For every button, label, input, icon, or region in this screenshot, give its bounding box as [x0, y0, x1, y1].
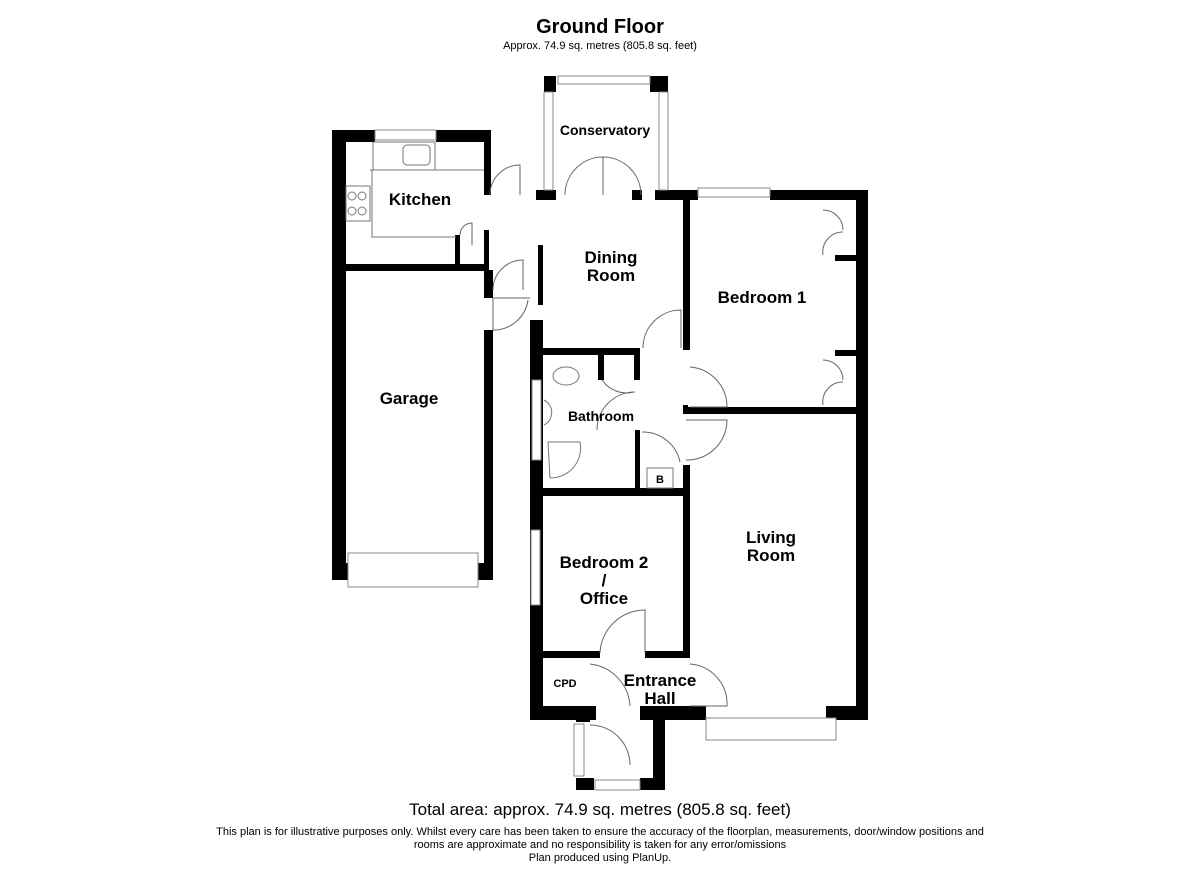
room-label-cpd: CPD: [553, 678, 576, 690]
disclaimer: This plan is for illustrative purposes o…: [0, 826, 1200, 865]
room-label-dining: Dining: [585, 248, 638, 267]
total-area: Total area: approx. 74.9 sq. metres (805…: [409, 800, 791, 819]
disclaimer-line-2: rooms are approximate and no responsibil…: [413, 839, 787, 851]
room-label-living: Living: [746, 528, 796, 547]
hob-icon: [345, 185, 371, 222]
room-label-kitchen: Kitchen: [389, 190, 451, 209]
floor-area-subtitle: Approx. 74.9 sq. metres (805.8 sq. feet): [503, 40, 697, 52]
room-label-entrance: Entrance: [624, 671, 697, 690]
room-label-bedroom2-slash: /: [602, 571, 607, 590]
doors: [459, 156, 844, 766]
windows: [347, 75, 837, 791]
room-label-garage: Garage: [380, 389, 439, 408]
corner-bath-icon: [547, 441, 582, 479]
room-label-bathroom: Bathroom: [568, 408, 634, 424]
room-label-conservatory: Conservatory: [560, 122, 650, 138]
fixtures: [345, 141, 674, 489]
room-label-hall: Hall: [644, 689, 675, 708]
disclaimer-line-3: Plan produced using PlanUp.: [528, 852, 672, 864]
sink-icon: [402, 144, 431, 166]
room-label-dining-room: Room: [587, 266, 635, 285]
room-label-bedroom2: Bedroom 2: [560, 553, 649, 572]
toilet-icon: [552, 366, 580, 386]
room-label-bedroom1: Bedroom 1: [718, 288, 807, 307]
room-label-office: Office: [580, 589, 628, 608]
boiler-label: B: [656, 474, 664, 486]
disclaimer-line-1: This plan is for illustrative purposes o…: [216, 826, 984, 838]
walls: [332, 76, 868, 790]
basin-icon: [543, 399, 553, 426]
floor-title: Ground Floor: [536, 16, 664, 38]
room-label-living-room: Room: [747, 546, 795, 565]
room-labels: Conservatory Kitchen Dining Room Bedroom…: [380, 122, 807, 708]
